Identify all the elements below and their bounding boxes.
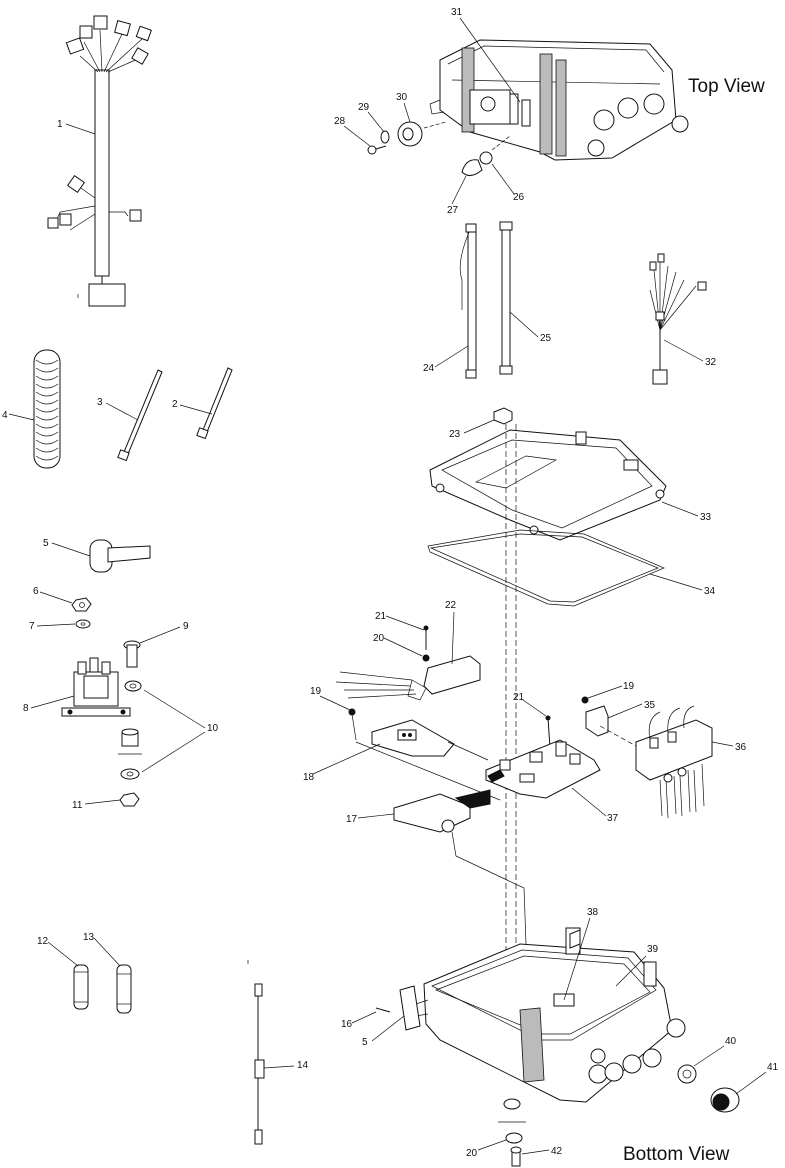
part-bolt-9: 9 bbox=[123, 621, 189, 668]
callout-27: 27 bbox=[447, 205, 459, 216]
callout-20b: 20 bbox=[466, 1148, 478, 1159]
part-base-housing-39: 39 bbox=[415, 927, 686, 1103]
callout-15: 5 bbox=[362, 1037, 368, 1048]
callout-11: 11 bbox=[72, 800, 83, 811]
part-bracket-35: 35 bbox=[585, 700, 656, 737]
part-circuit-board-37: 37 bbox=[485, 739, 619, 824]
part-pin-16: 16 bbox=[341, 1007, 391, 1030]
part-gasket-34: 34 bbox=[427, 529, 716, 607]
part-grommet-40: 40 bbox=[677, 1036, 737, 1084]
callout-20a: 20 bbox=[373, 633, 385, 644]
part-top-cover-31: 31 bbox=[429, 7, 689, 161]
callout-26: 26 bbox=[513, 192, 525, 203]
part-washer-7: 7 bbox=[29, 619, 91, 632]
callout-28: 28 bbox=[334, 116, 346, 127]
part-screw-21: 21 bbox=[375, 611, 429, 650]
part-washer-20-bottom: 20 bbox=[466, 1132, 523, 1159]
part-grommet-30: 30 bbox=[396, 92, 423, 147]
callout-9: 9 bbox=[183, 621, 189, 632]
part-relay-block-36: 36 bbox=[635, 705, 747, 819]
callout-35: 35 bbox=[644, 700, 656, 711]
callout-16: 16 bbox=[341, 1019, 353, 1030]
callout-25: 25 bbox=[540, 333, 552, 344]
part-screw-19-left: 19 bbox=[310, 686, 357, 741]
part-control-module-22: 22 bbox=[335, 600, 481, 701]
callout-12: 12 bbox=[37, 936, 49, 947]
callout-32: 32 bbox=[705, 357, 717, 368]
callout-3: 3 bbox=[97, 397, 103, 408]
part-hex-nut-11: 11 bbox=[72, 792, 140, 811]
callout-33: 33 bbox=[700, 512, 712, 523]
callout-7: 7 bbox=[29, 621, 35, 632]
callout-39: 39 bbox=[647, 944, 659, 955]
part-spacer-under bbox=[498, 1098, 526, 1123]
callout-4: 4 bbox=[2, 410, 8, 421]
bottom-view-label: Bottom View bbox=[623, 1144, 730, 1165]
callout-30: 30 bbox=[396, 92, 408, 103]
part-terminal-boot: 5 bbox=[43, 538, 151, 573]
callout-22: 22 bbox=[445, 600, 457, 611]
part-hex-nut-6: 6 bbox=[33, 586, 92, 612]
callout-41: 41 bbox=[767, 1062, 779, 1073]
callout-36: 36 bbox=[735, 742, 747, 753]
callout-19a: 19 bbox=[310, 686, 322, 697]
callout-14: 14 bbox=[297, 1060, 309, 1071]
part-plug-27: 27 bbox=[447, 159, 483, 216]
part-stud-42: 42 bbox=[510, 1146, 563, 1167]
part-cap-41: 41 bbox=[710, 1062, 779, 1113]
part-cable-tie-short: 2 bbox=[172, 367, 233, 440]
callout-17: 17 bbox=[346, 814, 358, 825]
callout-1: 1 bbox=[57, 119, 63, 130]
callout-2: 2 bbox=[172, 399, 178, 410]
part-fuse-12: 12 bbox=[37, 936, 89, 1010]
callout-19b: 19 bbox=[623, 681, 635, 692]
callout-42: 42 bbox=[551, 1146, 563, 1157]
part-fuse-13: 13 bbox=[83, 932, 132, 1014]
callout-29: 29 bbox=[358, 102, 370, 113]
part-screw-28: 28 bbox=[334, 116, 387, 155]
callout-8: 8 bbox=[23, 703, 29, 714]
part-screw-19-right: 19 bbox=[581, 681, 635, 704]
part-relay-17: 17 bbox=[346, 789, 491, 833]
callout-10: 10 bbox=[207, 723, 219, 734]
part-cable-tie-long: 3 bbox=[97, 369, 163, 462]
part-wiring-harness: 1 bbox=[47, 15, 152, 307]
callout-21b: 21 bbox=[513, 692, 525, 703]
callout-34: 34 bbox=[704, 586, 716, 597]
callout-21a: 21 bbox=[375, 611, 387, 622]
top-view-label: Top View bbox=[688, 76, 765, 97]
callout-23: 23 bbox=[449, 429, 461, 440]
part-screw-21-right: 21 bbox=[513, 692, 551, 749]
callout-6: 6 bbox=[33, 586, 39, 597]
callout-38: 38 bbox=[587, 907, 599, 918]
part-fuse-holder-14: 14 bbox=[247, 960, 309, 1145]
part-lid-33: 33 bbox=[429, 429, 712, 541]
part-washer-29: 29 bbox=[358, 102, 390, 144]
part-washer-20: 20 bbox=[373, 633, 430, 662]
part-clip-15: 5 bbox=[362, 985, 421, 1048]
callout-40: 40 bbox=[725, 1036, 737, 1047]
part-solenoid-8: 8 bbox=[23, 657, 131, 717]
callout-31: 31 bbox=[451, 7, 463, 18]
callout-37: 37 bbox=[607, 813, 619, 824]
part-spring-sleeve: 4 bbox=[2, 349, 61, 469]
part-bracket-18: 18 bbox=[303, 719, 455, 783]
callout-24: 24 bbox=[423, 363, 435, 374]
part-connector-38: 38 bbox=[563, 907, 599, 1001]
part-harness-lead-24: 24 bbox=[423, 223, 477, 379]
callout-13: 13 bbox=[83, 932, 95, 943]
callout-5: 5 bbox=[43, 538, 49, 549]
part-nut-23: 23 bbox=[449, 407, 513, 440]
callout-18: 18 bbox=[303, 772, 315, 783]
part-harness-lead-25: 25 bbox=[499, 221, 552, 375]
part-washer-set-10: 10 bbox=[118, 680, 219, 780]
part-sub-harness-32: 32 bbox=[649, 253, 717, 385]
part-o-ring-26: 26 bbox=[479, 151, 525, 203]
